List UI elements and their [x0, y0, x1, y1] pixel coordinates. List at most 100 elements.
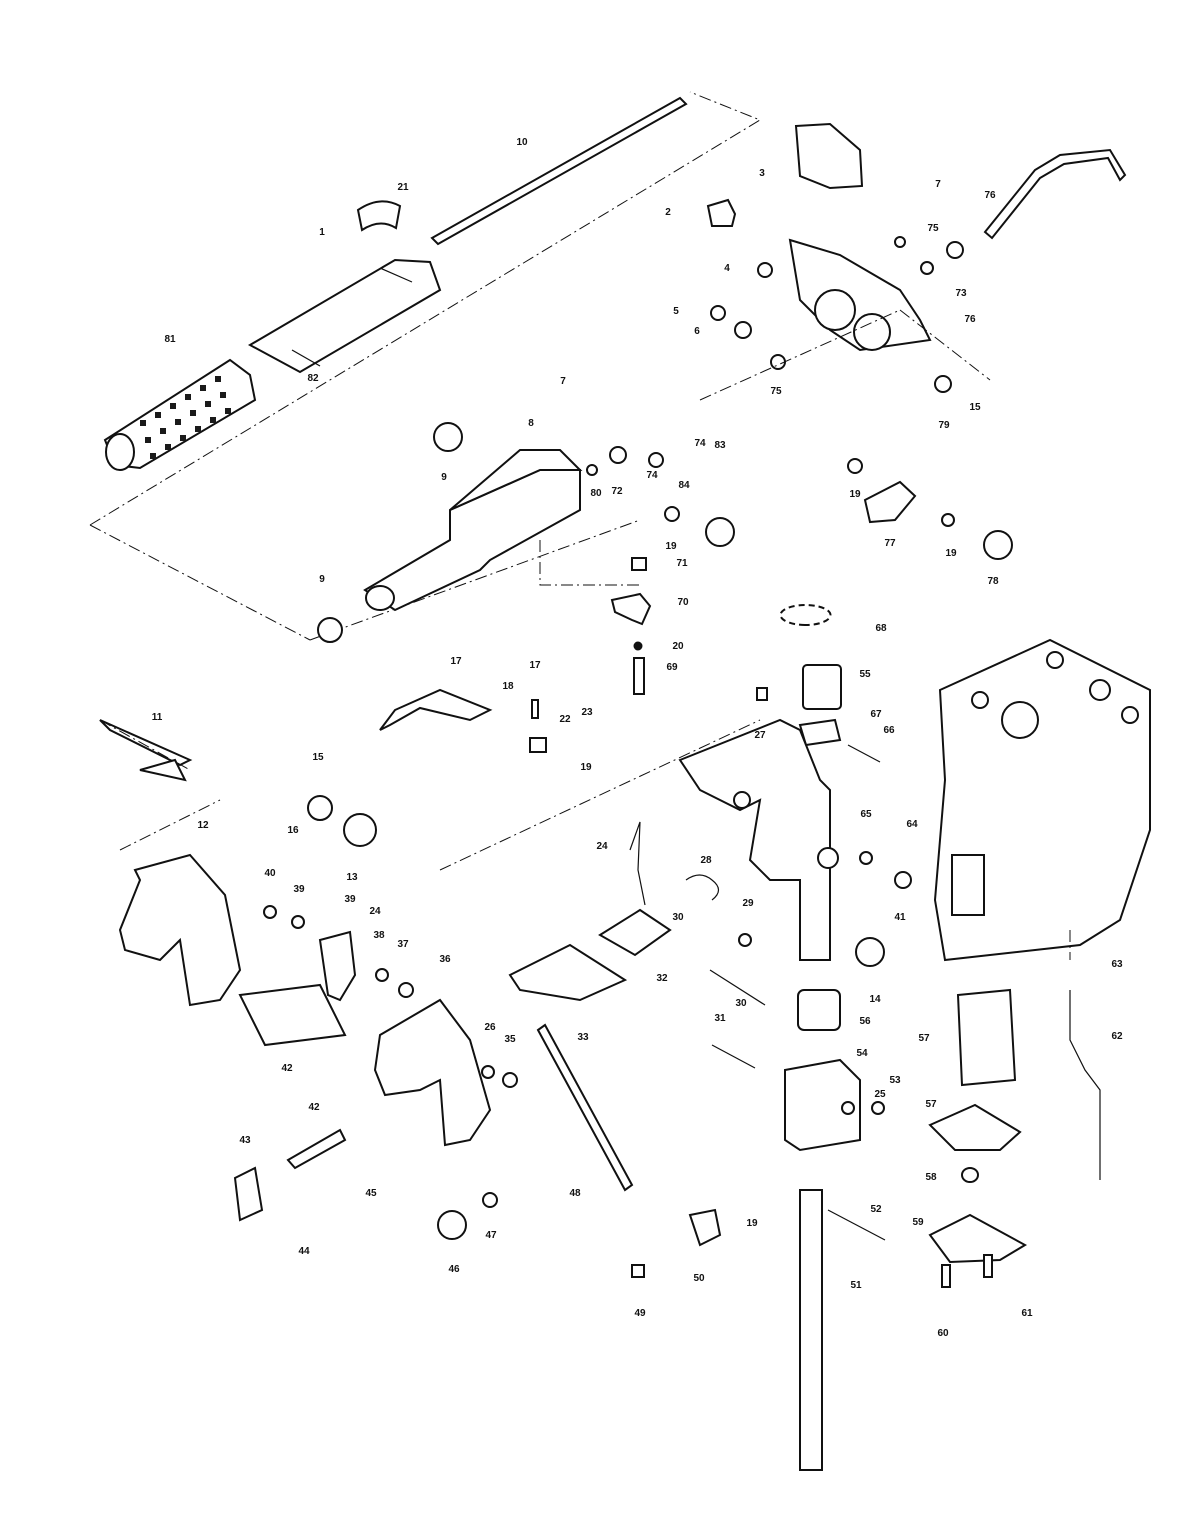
- part-number-4: 4: [724, 263, 730, 274]
- knob: [706, 198, 737, 227]
- part-number-57: 57: [925, 1099, 937, 1110]
- part-number-77: 77: [884, 538, 896, 549]
- part-number-33: 33: [577, 1032, 589, 1043]
- bushing: [802, 664, 842, 710]
- part-number-81: 81: [164, 334, 176, 345]
- part-number-73: 73: [955, 288, 967, 299]
- part-number-56: 56: [859, 1016, 871, 1027]
- part-number-16: 16: [287, 825, 299, 836]
- spacer: [238, 983, 347, 1047]
- exhaust-housing: [933, 638, 1151, 962]
- throttle-linkage-group: [699, 122, 1127, 401]
- handle-tube: [247, 258, 442, 374]
- part-number-42: 42: [281, 1063, 293, 1074]
- washer: [433, 422, 463, 452]
- part-number-39: 39: [344, 894, 356, 905]
- part-number-68: 68: [875, 623, 887, 634]
- part-number-53: 53: [889, 1075, 901, 1086]
- cam-cover: [794, 122, 864, 190]
- part-number-42: 42: [308, 1102, 320, 1113]
- part-number-31: 31: [714, 1013, 726, 1024]
- part-number-26: 26: [484, 1022, 496, 1033]
- part-number-74: 74: [646, 470, 658, 481]
- part-number-15: 15: [312, 752, 324, 763]
- part-number-12: 12: [197, 820, 209, 831]
- part-number-28: 28: [700, 855, 712, 866]
- part-number-14: 14: [869, 994, 881, 1005]
- exhaust-housing-group: [928, 638, 1151, 1288]
- part-number-7: 7: [560, 376, 566, 387]
- part-number-52: 52: [870, 1204, 882, 1215]
- part-number-39: 39: [293, 884, 305, 895]
- part-number-67: 67: [870, 709, 882, 720]
- part-number-19: 19: [849, 489, 861, 500]
- part-number-25: 25: [874, 1089, 886, 1100]
- part-number-57: 57: [918, 1033, 930, 1044]
- part-number-19: 19: [580, 762, 592, 773]
- part-number-17: 17: [529, 660, 541, 671]
- tilt-tube: [536, 1023, 634, 1192]
- part-number-83: 83: [714, 440, 726, 451]
- part-number-48: 48: [569, 1188, 581, 1199]
- steering-tube: [799, 1189, 823, 1471]
- part-number-27: 27: [754, 730, 766, 741]
- part-number-49: 49: [634, 1308, 646, 1319]
- part-number-74: 74: [694, 438, 706, 449]
- part-number-59: 59: [912, 1217, 924, 1228]
- tilt-lock-rod: [379, 688, 493, 731]
- sleeve: [356, 200, 402, 232]
- part-number-3: 3: [759, 168, 765, 179]
- part-number-19: 19: [945, 548, 957, 559]
- part-number-75: 75: [770, 386, 782, 397]
- part-number-61: 61: [1021, 1308, 1033, 1319]
- part-number-30: 30: [735, 998, 747, 1009]
- part-number-35: 35: [504, 1034, 516, 1045]
- tiller-handle-group: [89, 91, 762, 641]
- part-number-55: 55: [859, 669, 871, 680]
- part-number-1: 1: [319, 227, 325, 238]
- part-number-72: 72: [611, 486, 623, 497]
- part-number-51: 51: [850, 1280, 862, 1291]
- part-number-17: 17: [450, 656, 462, 667]
- part-number-50: 50: [693, 1273, 705, 1284]
- part-number-2: 2: [665, 207, 671, 218]
- part-number-30: 30: [672, 912, 684, 923]
- part-number-6: 6: [694, 326, 700, 337]
- part-number-46: 46: [448, 1264, 460, 1275]
- mount: [956, 988, 1017, 1087]
- o-ring: [317, 617, 343, 643]
- part-number-80: 80: [590, 488, 602, 499]
- part-number-32: 32: [656, 973, 668, 984]
- part-number-66: 66: [883, 725, 895, 736]
- part-number-63: 63: [1111, 959, 1123, 970]
- part-number-75: 75: [927, 223, 939, 234]
- swivel-clamp: [784, 1058, 861, 1152]
- part-number-84: 84: [678, 480, 690, 491]
- part-number-78: 78: [987, 576, 999, 587]
- part-number-22: 22: [559, 714, 571, 725]
- part-number-38: 38: [373, 930, 385, 941]
- swivel-bracket: [678, 718, 831, 961]
- swivel-bracket-group: [678, 718, 912, 1471]
- part-number-7: 7: [935, 179, 941, 190]
- part-number-45: 45: [365, 1188, 377, 1199]
- part-number-76: 76: [984, 190, 996, 201]
- part-number-24: 24: [596, 841, 608, 852]
- part-number-15: 15: [969, 402, 981, 413]
- stern-bracket-left: [118, 853, 242, 1007]
- part-number-54: 54: [856, 1048, 868, 1059]
- part-number-64: 64: [906, 819, 918, 830]
- part-number-36: 36: [439, 954, 451, 965]
- part-number-47: 47: [485, 1230, 497, 1241]
- part-number-37: 37: [397, 939, 409, 950]
- part-number-19: 19: [746, 1218, 758, 1229]
- part-number-19: 19: [665, 541, 677, 552]
- tiller-arm-group: [317, 422, 735, 695]
- part-number-9: 9: [319, 574, 325, 585]
- part-number-43: 43: [239, 1135, 251, 1146]
- part-number-21: 21: [397, 182, 409, 193]
- stern-bracket-right: [373, 998, 492, 1147]
- part-number-18: 18: [502, 681, 514, 692]
- part-number-8: 8: [528, 418, 534, 429]
